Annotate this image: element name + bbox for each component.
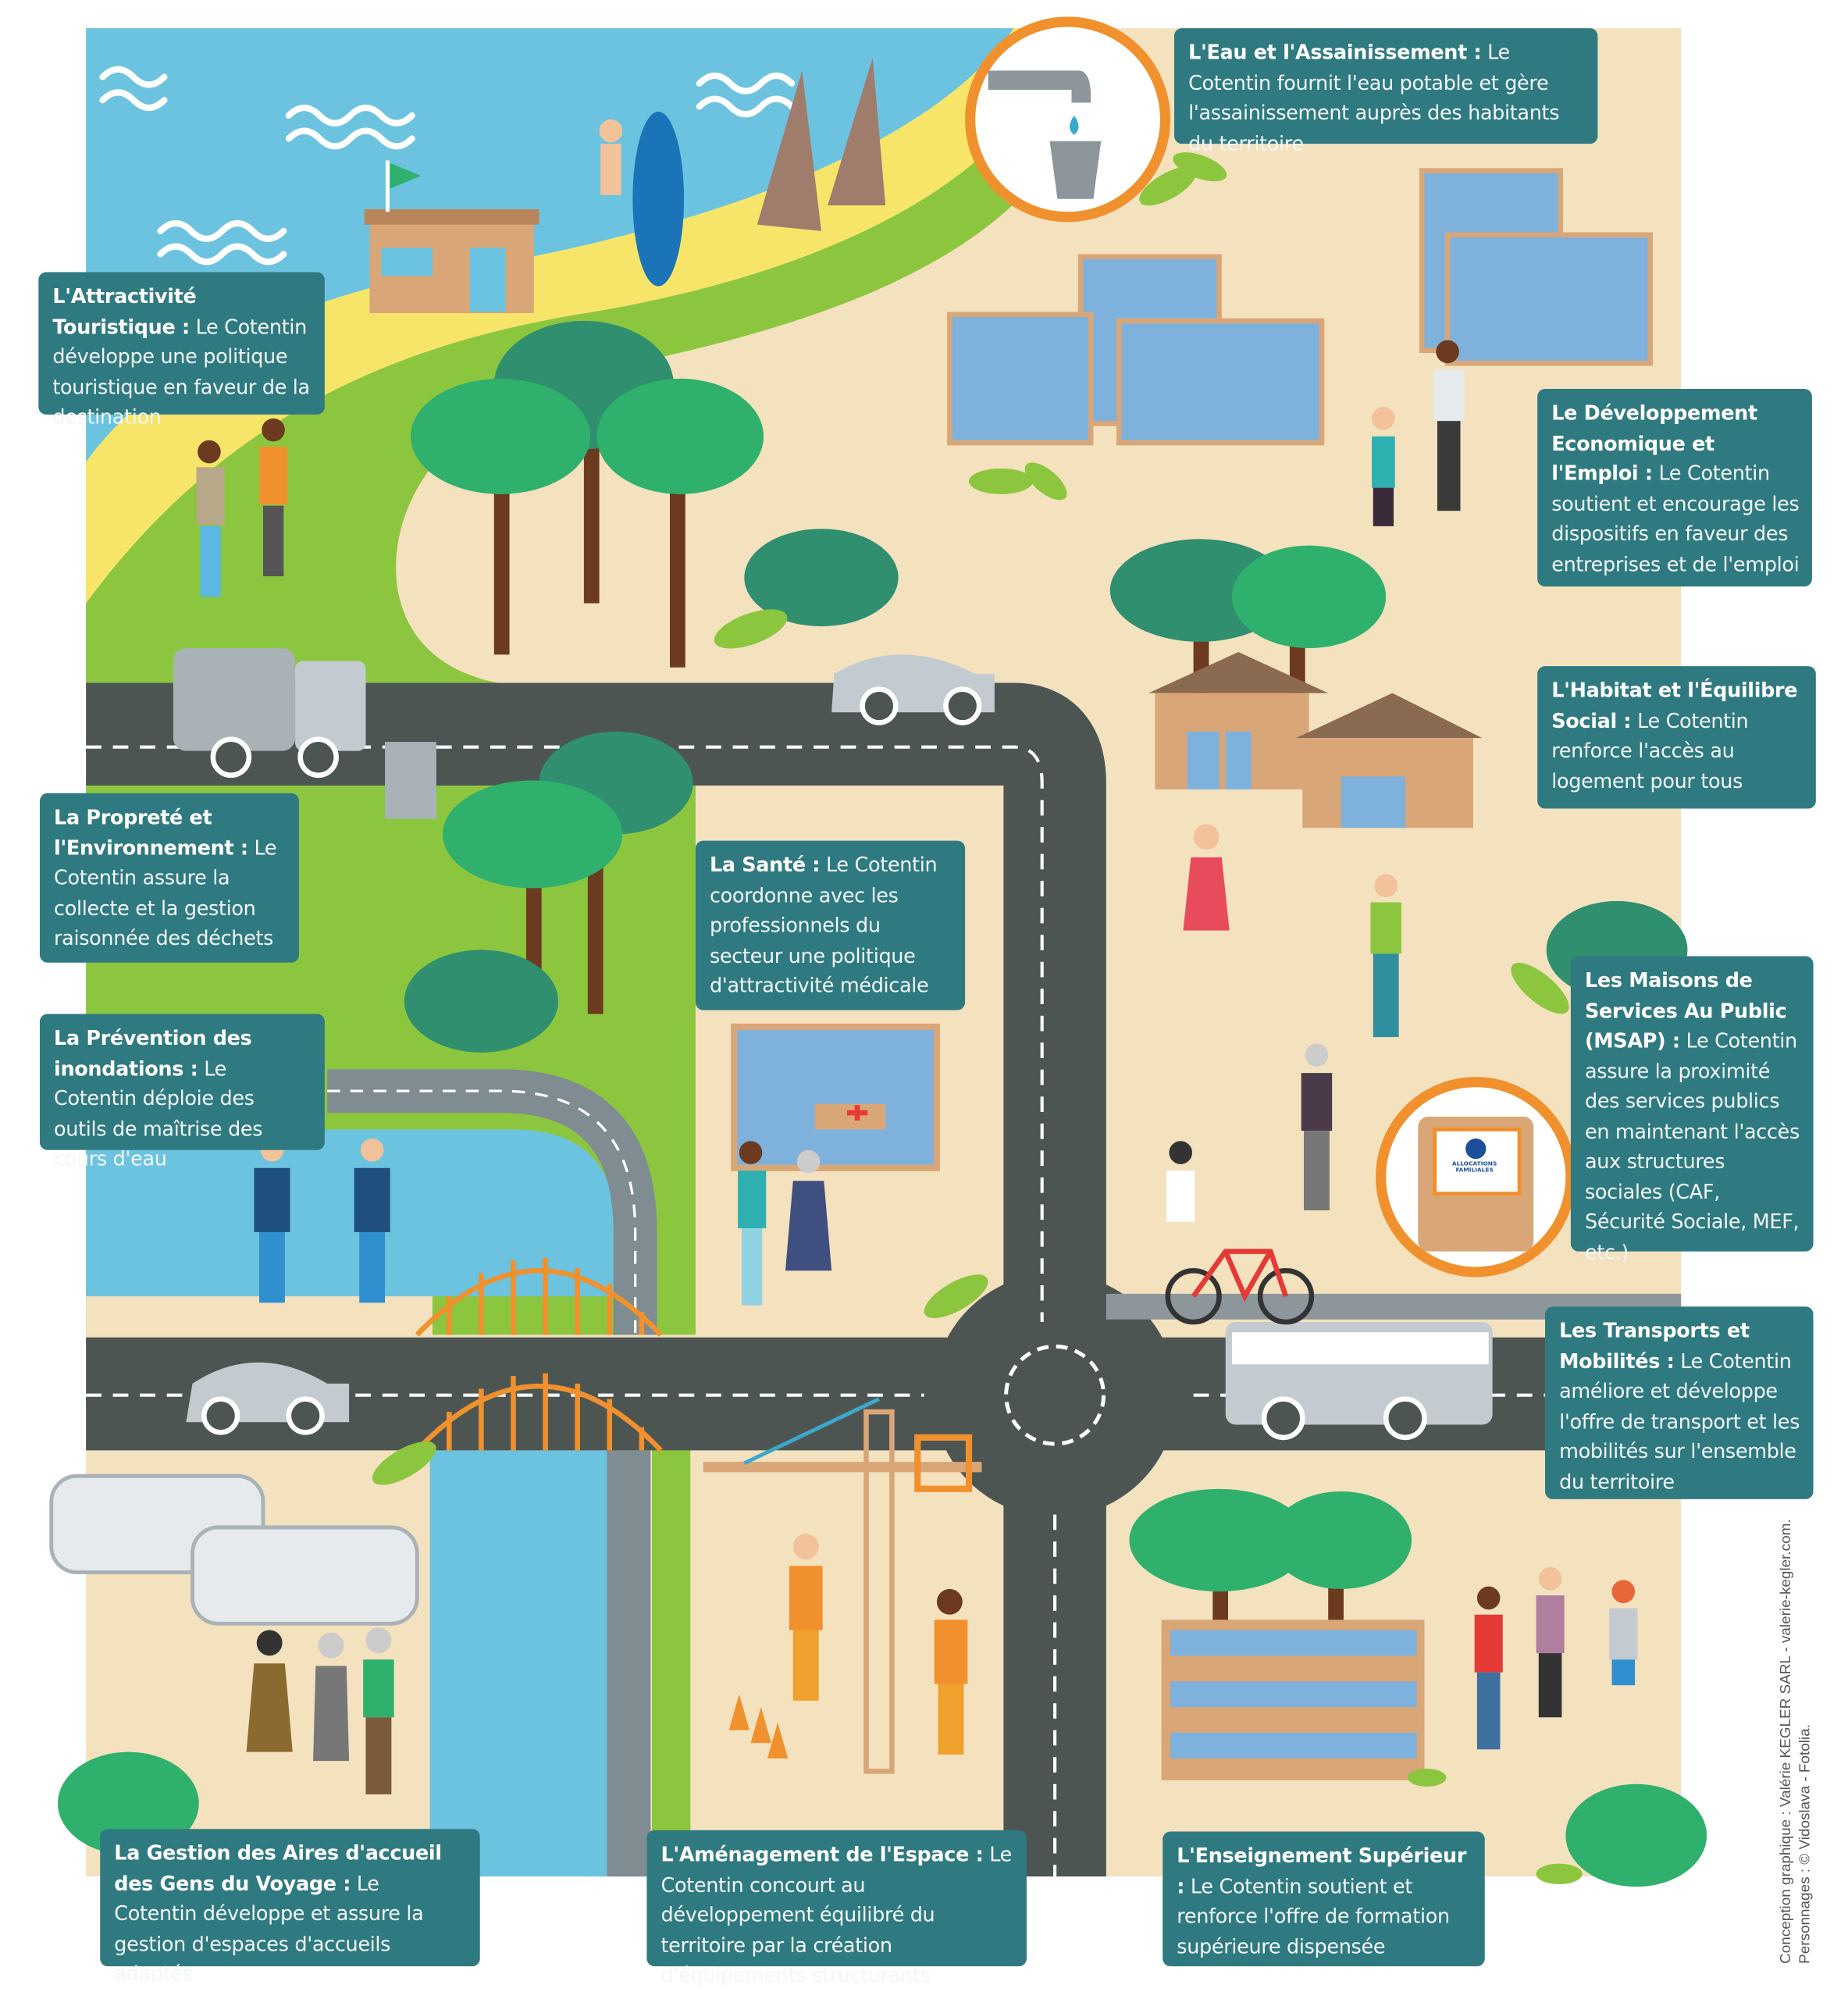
credits: Conception graphique : Valérie KEGLER SA… [1778, 1519, 1816, 1963]
houses [1148, 651, 1483, 828]
crane [703, 1397, 982, 1774]
caravans [49, 1473, 419, 1626]
credit-line: Conception graphique : Valérie KEGLER SA… [1779, 1519, 1794, 1964]
info-box-aires: La Gestion des Aires d'accueil des Gens … [100, 1829, 480, 1986]
box-title: La Gestion des Aires d'accueil des Gens … [114, 1841, 442, 1895]
info-box-msap: Les Maisons de Services Au Public (MSAP)… [1570, 956, 1814, 1263]
car [831, 654, 995, 725]
box-title: Les Transports et Mobilités : [1559, 1319, 1750, 1373]
bridge [415, 1257, 663, 1452]
box-body: Le Cotentin coordonne avec les professio… [709, 853, 938, 998]
box-body: Le Cotentin assure la collecte et la ges… [54, 836, 277, 950]
roundabout [1004, 1344, 1106, 1446]
box-title: La Santé : [709, 853, 821, 877]
box-title: L'Attractivité Touristique : [52, 284, 197, 339]
trees [57, 320, 1707, 1887]
garbage-truck [173, 648, 436, 819]
info-box-transports: Les Transports et Mobilités : Le Cotenti… [1545, 1306, 1814, 1499]
sailboat [757, 70, 821, 231]
hospital [731, 1023, 941, 1171]
info-box-amenagement: L'Aménagement de l'Espace : Le Cotentin … [646, 1830, 1027, 1987]
office-buildings [947, 168, 1654, 446]
info-box-proprete: La Propreté et l'Environnement : Le Cote… [39, 793, 299, 963]
box-body: Le Cotentin déploie des outils de maîtri… [54, 1057, 263, 1171]
leaf-decorations [372, 152, 1583, 1884]
university [1161, 1620, 1425, 1780]
beach-hut [364, 160, 539, 314]
info-box-habitat: L'Habitat et l'Équilibre Social : Le Cot… [1537, 666, 1816, 809]
people [196, 119, 1638, 1794]
car [186, 1362, 350, 1435]
box-title: L'Enseignement Supérieur : [1177, 1844, 1467, 1898]
river [429, 1450, 614, 1877]
caf-logo-text: ALLOCATIONS FAMILIALES [1451, 1161, 1497, 1174]
water-tap-circle [965, 16, 1171, 223]
box-body: Le Cotentin concourt au développement éq… [661, 1843, 1013, 1987]
credit-line: Personnages : © Vidoslava - Fotolia. [1797, 1724, 1814, 1964]
info-box-prevention: La Prévention des inondations : Le Coten… [39, 1014, 325, 1171]
box-title: Le Développement Economique et l'Emploi … [1551, 401, 1757, 486]
info-box-economie: Le Développement Economique et l'Emploi … [1537, 389, 1812, 587]
msap-kiosk-circle [1376, 1077, 1576, 1277]
box-title: L'Eau et l'Assainissement : [1188, 41, 1482, 65]
box-body: Le Cotentin développe et assure la gesti… [114, 1872, 424, 1986]
box-body: Le Cotentin développe une politique tour… [52, 315, 310, 429]
traffic-cones [728, 1694, 789, 1758]
lake [86, 1129, 616, 1297]
box-body: Le Cotentin fournit l'eau potable et gèr… [1188, 41, 1560, 155]
box-body: Le Cotentin assure la proximité des serv… [1584, 1029, 1800, 1264]
box-body: Le Cotentin renforce l'accès au logement… [1551, 709, 1749, 793]
box-title: L'Aménagement de l'Espace : [661, 1843, 984, 1866]
bicycle [1165, 1249, 1315, 1325]
beach [86, 28, 1066, 604]
wave-icons [99, 66, 796, 265]
box-body: Le Cotentin soutient et renforce l'offre… [1177, 1874, 1450, 1958]
surfboard [632, 112, 685, 287]
box-body: Le Cotentin améliore et développe l'offr… [1559, 1349, 1800, 1494]
box-body: Le Cotentin soutient et encourage les di… [1551, 461, 1800, 576]
info-box-sante: La Santé : Le Cotentin coordonne avec le… [695, 840, 966, 1010]
box-title: La Prévention des inondations : [54, 1026, 252, 1081]
info-box-tourisme: L'Attractivité Touristique : Le Cotentin… [38, 272, 325, 429]
box-title: La Propreté et l'Environnement : [54, 806, 248, 860]
info-box-eau: L'Eau et l'Assainissement : Le Cotentin … [1173, 28, 1598, 155]
box-title: L'Habitat et l'Équilibre Social : [1551, 679, 1798, 732]
box-title: Les Maisons de Services Au Public (MSAP)… [1584, 968, 1787, 1053]
info-box-enseignement: L'Enseignement Supérieur : Le Cotentin s… [1163, 1831, 1485, 1967]
bus [1225, 1322, 1493, 1441]
